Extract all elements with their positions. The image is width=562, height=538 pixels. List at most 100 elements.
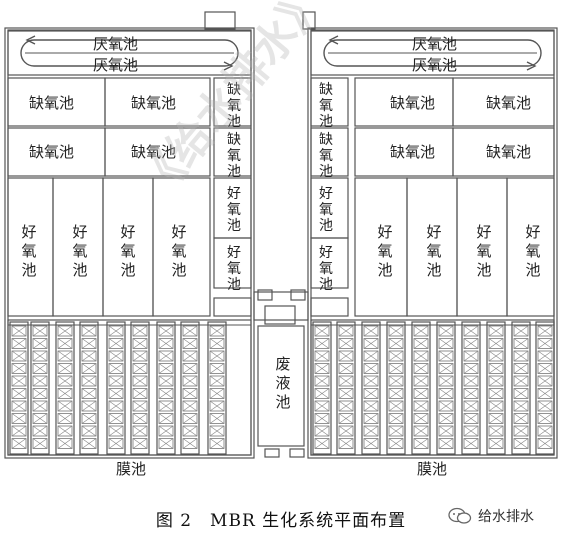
module-hatch: [81, 363, 97, 374]
module-hatch: [57, 413, 73, 424]
module-hatch: [463, 438, 479, 449]
module-hatch: [182, 400, 198, 412]
right-side-cell-label: 缺氧池: [319, 132, 333, 180]
module-hatch: [57, 400, 73, 412]
membrane-module: [81, 388, 97, 399]
flow-arrow: [526, 61, 537, 71]
left-side-cell: [213, 127, 252, 177]
membrane-module: [57, 425, 73, 437]
module-hatch: [363, 375, 379, 387]
module-hatch: [182, 325, 198, 337]
membrane-module: [57, 375, 73, 387]
membrane-module: [132, 413, 148, 424]
membrane-module-frame: [312, 321, 332, 455]
membrane-module: [209, 400, 225, 412]
left-aerobic-label: 好氧池: [171, 223, 187, 279]
module-hatch: [363, 400, 379, 412]
membrane-module: [388, 425, 404, 437]
module-hatch: [488, 413, 504, 424]
left-aerobic-label: 好氧池: [120, 223, 136, 279]
module-hatch: [11, 363, 27, 374]
module-hatch: [388, 338, 404, 349]
membrane-module: [158, 400, 174, 412]
left-anaerobic-top-label: 厌氧池: [93, 35, 139, 53]
module-hatch: [81, 350, 97, 362]
module-hatch: [132, 363, 148, 374]
module-hatch: [32, 438, 48, 449]
module-hatch: [108, 388, 124, 399]
membrane-module: [209, 388, 225, 399]
module-hatch: [132, 338, 148, 349]
module-hatch: [388, 363, 404, 374]
module-hatch: [132, 400, 148, 412]
module-hatch: [388, 438, 404, 449]
membrane-module: [438, 325, 454, 337]
membrane-module: [314, 413, 330, 424]
membrane-module: [108, 325, 124, 337]
module-hatch: [363, 338, 379, 349]
membrane-module: [537, 338, 553, 349]
module-hatch: [438, 375, 454, 387]
membrane-module: [81, 425, 97, 437]
membrane-module: [132, 350, 148, 362]
membrane-module: [338, 438, 354, 449]
membrane-module: [363, 375, 379, 387]
module-hatch: [463, 388, 479, 399]
module-hatch: [158, 325, 174, 337]
membrane-module: [182, 350, 198, 362]
membrane-module: [158, 338, 174, 349]
module-hatch: [314, 350, 330, 362]
module-hatch: [108, 400, 124, 412]
membrane-module-frame: [130, 321, 150, 455]
membrane-module: [182, 438, 198, 449]
right-anoxic-label: 缺氧池: [390, 94, 436, 112]
membrane-module: [463, 338, 479, 349]
module-hatch: [388, 388, 404, 399]
membrane-module: [537, 400, 553, 412]
membrane-module: [182, 425, 198, 437]
module-hatch: [363, 325, 379, 337]
left-side-cell-label: 缺氧池: [227, 82, 241, 130]
right-aerobic-label: 好氧池: [525, 223, 541, 279]
membrane-module: [413, 388, 429, 399]
module-hatch: [314, 363, 330, 374]
right-anoxic-cell: [452, 77, 555, 127]
module-hatch: [438, 388, 454, 399]
membrane-module: [513, 388, 529, 399]
module-hatch: [338, 400, 354, 412]
membrane-module: [488, 425, 504, 437]
module-hatch: [11, 375, 27, 387]
module-hatch: [513, 325, 529, 337]
membrane-module: [537, 425, 553, 437]
membrane-module: [57, 350, 73, 362]
membrane-module: [11, 325, 27, 337]
module-hatch: [438, 363, 454, 374]
module-hatch: [438, 413, 454, 424]
figure-caption: 图 2 MBR 生化系统平面布置: [155, 511, 407, 531]
module-hatch: [463, 363, 479, 374]
membrane-module: [413, 338, 429, 349]
left-block-outline: [4, 27, 255, 459]
membrane-module: [314, 388, 330, 399]
membrane-module: [209, 338, 225, 349]
membrane-module: [314, 338, 330, 349]
left-anoxic-label: 缺氧池: [131, 143, 177, 161]
module-hatch: [388, 325, 404, 337]
module-hatch: [388, 350, 404, 362]
module-hatch: [363, 413, 379, 424]
module-hatch: [363, 363, 379, 374]
right-membrane-label: 膜池: [417, 460, 448, 478]
membrane-module: [209, 438, 225, 449]
module-hatch: [81, 388, 97, 399]
membrane-module: [11, 375, 27, 387]
flow-arrow: [223, 61, 234, 71]
membrane-module-frame: [336, 321, 356, 455]
module-hatch: [463, 338, 479, 349]
module-hatch: [338, 413, 354, 424]
membrane-module: [488, 325, 504, 337]
module-hatch: [438, 438, 454, 449]
flow-arrow: [25, 35, 36, 45]
module-hatch: [413, 350, 429, 362]
membrane-module: [388, 363, 404, 374]
module-hatch: [338, 363, 354, 374]
